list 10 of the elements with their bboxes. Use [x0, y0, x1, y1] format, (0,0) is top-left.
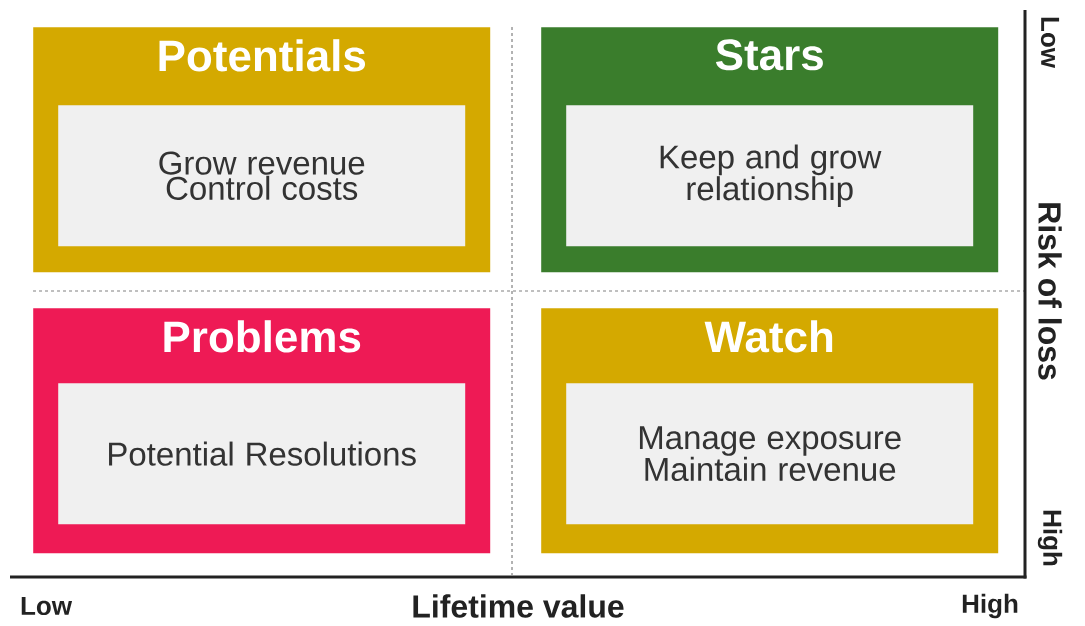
axis-end-label: High — [1037, 510, 1063, 566]
axis-end-label: High — [962, 593, 1018, 619]
text-box: Manage exposure Maintain revenue — [566, 383, 974, 525]
text-box: Potential Resolutions — [58, 383, 466, 525]
axis-title: Risk of loss — [1038, 203, 1062, 380]
text-box: Keep and grow relationship — [566, 105, 974, 247]
axis-end-label: Low — [21, 596, 73, 616]
axis-end-label: Low — [1040, 17, 1060, 69]
axis-title: Lifetime value — [413, 594, 624, 618]
text-box: Grow revenue Control costs — [58, 105, 466, 247]
